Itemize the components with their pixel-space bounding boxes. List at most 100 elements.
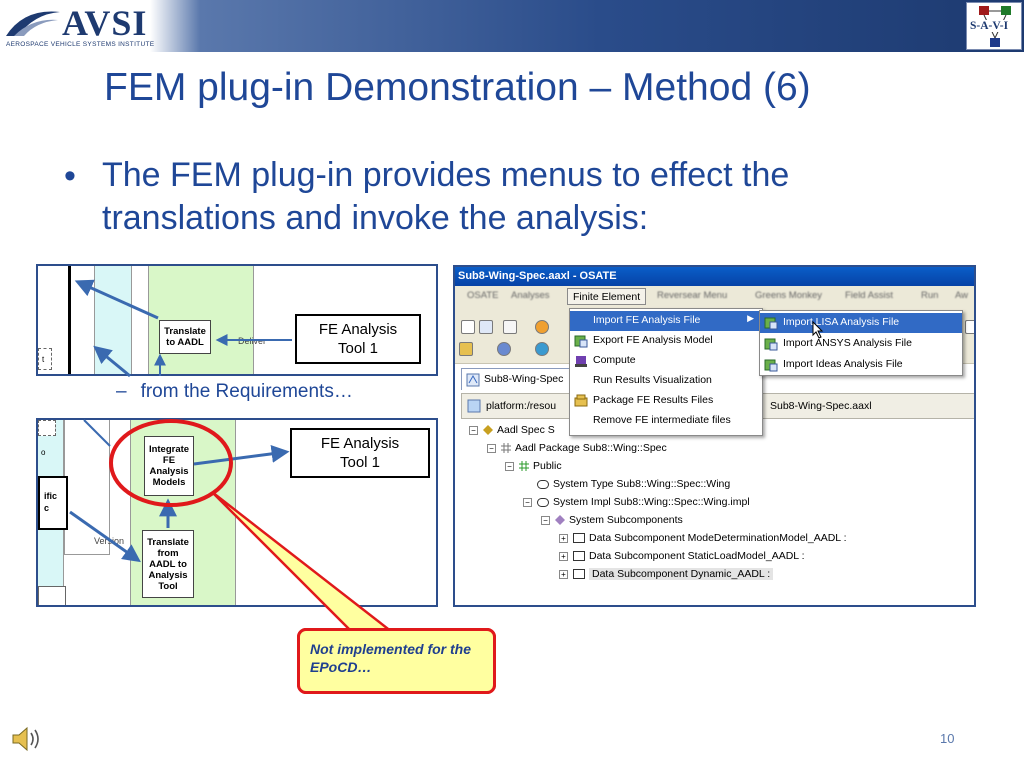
export-toolbar-icon[interactable] — [965, 320, 974, 334]
editor-tab-label: Sub8-Wing-Spec — [484, 373, 564, 385]
diagram-bottom-panel: o ific c Integrate FE Analysis Models Tr… — [36, 418, 438, 607]
tree-row[interactable]: + Data Subcomponent ModeDeterminationMode… — [559, 531, 847, 546]
tree-label: Aadl Package Sub8::Wing::Spec — [515, 442, 667, 454]
menu-item-compute[interactable]: Compute — [570, 351, 762, 371]
import-file-icon — [764, 317, 778, 330]
editor-tab[interactable]: Sub8-Wing-Spec — [461, 368, 579, 390]
compute-icon — [575, 356, 587, 367]
fe-analysis-tool-box: FE Analysis Tool 1 — [295, 314, 421, 364]
run-icon[interactable] — [535, 320, 549, 334]
menu-item-label: Run Results Visualization — [593, 374, 712, 386]
menu-item-package-results[interactable]: Package FE Results Files — [570, 391, 762, 411]
tree-row[interactable]: System Type Sub8::Wing::Spec::Wing — [537, 477, 730, 492]
tree-row-selected[interactable]: +Data Subcomponent Dynamic_AADL : — [559, 567, 774, 582]
menu-item-label: Remove FE intermediate files — [593, 414, 731, 426]
header-bar — [0, 0, 1024, 52]
new-icon[interactable] — [461, 320, 475, 334]
public-grid-icon — [519, 461, 529, 472]
collapse-icon[interactable]: − — [505, 461, 514, 471]
diagram-fragment-text-3: o — [41, 448, 46, 457]
diagram-lane-cyan — [94, 266, 132, 374]
collapse-icon[interactable]: − — [523, 497, 532, 507]
sync-icon[interactable] — [497, 342, 511, 356]
menu-item-label: Compute — [593, 354, 636, 366]
menu-item-import-ansys[interactable]: Import ANSYS Analysis File — [760, 334, 962, 354]
slide-title: FEM plug-in Demonstration – Method (6) — [104, 66, 811, 109]
export-icon — [574, 335, 588, 348]
aaxl-file-icon — [466, 373, 480, 387]
tree-row[interactable]: −System Subcomponents — [541, 513, 683, 528]
import-file-icon — [764, 338, 778, 351]
diagram-fragment-box: t — [38, 348, 52, 370]
menu-item-label: Import ANSYS Analysis File — [783, 337, 912, 349]
resource-path-text: platform:/resou — [486, 400, 557, 412]
diagram-fragment-box-2 — [38, 586, 66, 605]
menu-greasemonkey[interactable]: Greens Monkey — [755, 290, 823, 301]
menu-item-import-lisa[interactable]: Import LISA Analysis File — [760, 313, 962, 333]
menu-finite-element[interactable]: Finite Element — [567, 288, 647, 305]
expand-icon[interactable]: + — [559, 569, 568, 579]
resource-path-right: Sub8-Wing-Spec.aaxl — [770, 400, 872, 412]
tree-row[interactable]: +Data Subcomponent StaticLoadModel_AADL … — [559, 549, 805, 564]
translate-from-aadl-box: Translate from AADL to Analysis Tool — [142, 530, 194, 598]
menu-item-import-ideas[interactable]: Import Ideas Analysis File — [760, 355, 962, 375]
menu-item-remove-intermediate[interactable]: Remove FE intermediate files — [570, 411, 762, 431]
integrate-fe-models-box: Integrate FE Analysis Models — [144, 436, 194, 496]
expand-icon[interactable]: + — [559, 551, 568, 561]
diagram-fragment-text: t — [42, 355, 45, 364]
diagram-specific-box: ific c — [38, 476, 68, 530]
diagram-fragment-box-1 — [38, 420, 56, 436]
tree-label: Aadl Spec S — [497, 424, 555, 436]
osate-menubar: OSATE Analyses Finite Element Reversear … — [455, 286, 974, 306]
package-grid-icon — [501, 443, 511, 454]
sub-bullet-text: from the Requirements… — [140, 381, 353, 402]
model-tree: −Aadl Spec S −Aadl Package Sub8::Wing::S… — [461, 419, 974, 605]
collapse-icon[interactable]: − — [469, 425, 478, 435]
menu-osate[interactable]: OSATE — [467, 290, 499, 301]
package-icon — [574, 394, 588, 407]
tree-row[interactable]: − System Impl Sub8::Wing::Spec::Wing.impl — [523, 495, 750, 510]
menu-item-label: Export FE Analysis Model — [593, 334, 713, 346]
deliver-label: Deliver — [238, 336, 267, 346]
menu-item-label: Import LISA Analysis File — [783, 316, 900, 328]
save-icon[interactable] — [479, 320, 493, 334]
tree-label: Public — [533, 460, 562, 472]
avsi-logo: AVSI AEROSPACE VEHICLE SYSTEMS INSTITUTE — [4, 3, 184, 48]
import-file-icon — [764, 359, 778, 372]
version-label: Version — [94, 536, 125, 546]
expand-icon[interactable]: + — [559, 533, 568, 543]
avsi-logo-subtitle: AEROSPACE VEHICLE SYSTEMS INSTITUTE — [6, 41, 155, 48]
menu-field-assist[interactable]: Field Assist — [845, 290, 894, 301]
diagram-divider — [68, 266, 71, 374]
tree-row[interactable]: − Public — [505, 459, 562, 474]
globe-icon[interactable] — [535, 342, 549, 356]
tree-label: System Impl Sub8::Wing::Spec::Wing.impl — [553, 496, 750, 508]
page-number: 10 — [940, 731, 955, 746]
menu-item-run-visualization[interactable]: Run Results Visualization — [570, 371, 762, 391]
bullet-marker: • — [64, 157, 76, 195]
open-icon[interactable] — [503, 320, 517, 334]
system-type-icon — [537, 479, 549, 489]
bullet-text: The FEM plug-in provides menus to effect… — [102, 156, 790, 237]
collapse-icon[interactable]: − — [541, 515, 550, 525]
tree-row[interactable]: − Aadl Spec S — [469, 423, 555, 438]
avsi-logo-text: AVSI — [62, 3, 148, 43]
osate-title-bar: Sub8-Wing-Spec.aaxl - OSATE — [455, 267, 974, 286]
tree-row[interactable]: − Aadl Package Sub8::Wing::Spec — [487, 441, 667, 456]
savi-logo-text: S-A-V-I — [970, 20, 1009, 32]
menu-item-import-fe[interactable]: Import FE Analysis File ▶ — [570, 311, 762, 331]
speaker-icon[interactable] — [10, 724, 44, 754]
menu-analyses[interactable]: Analyses — [511, 290, 550, 301]
collapse-icon[interactable]: − — [487, 443, 496, 453]
osate-window: Sub8-Wing-Spec.aaxl - OSATE OSATE Analys… — [453, 265, 976, 607]
submenu-arrow-icon: ▶ — [747, 313, 754, 323]
sub-bullet-dash: – — [116, 381, 127, 402]
menu-run[interactable]: Run — [921, 290, 939, 301]
fe-analysis-tool-box-2: FE Analysis Tool 1 — [290, 428, 430, 478]
menu-reverse-engineer[interactable]: Reversear Menu — [657, 290, 728, 301]
spec-diamond-icon — [483, 425, 493, 436]
tree-label: Data Subcomponent ModeDeterminationModel… — [589, 532, 847, 544]
menu-item-export-fe[interactable]: Export FE Analysis Model — [570, 331, 762, 351]
menu-more[interactable]: Aw — [955, 290, 969, 301]
pencil-icon[interactable] — [459, 342, 473, 356]
